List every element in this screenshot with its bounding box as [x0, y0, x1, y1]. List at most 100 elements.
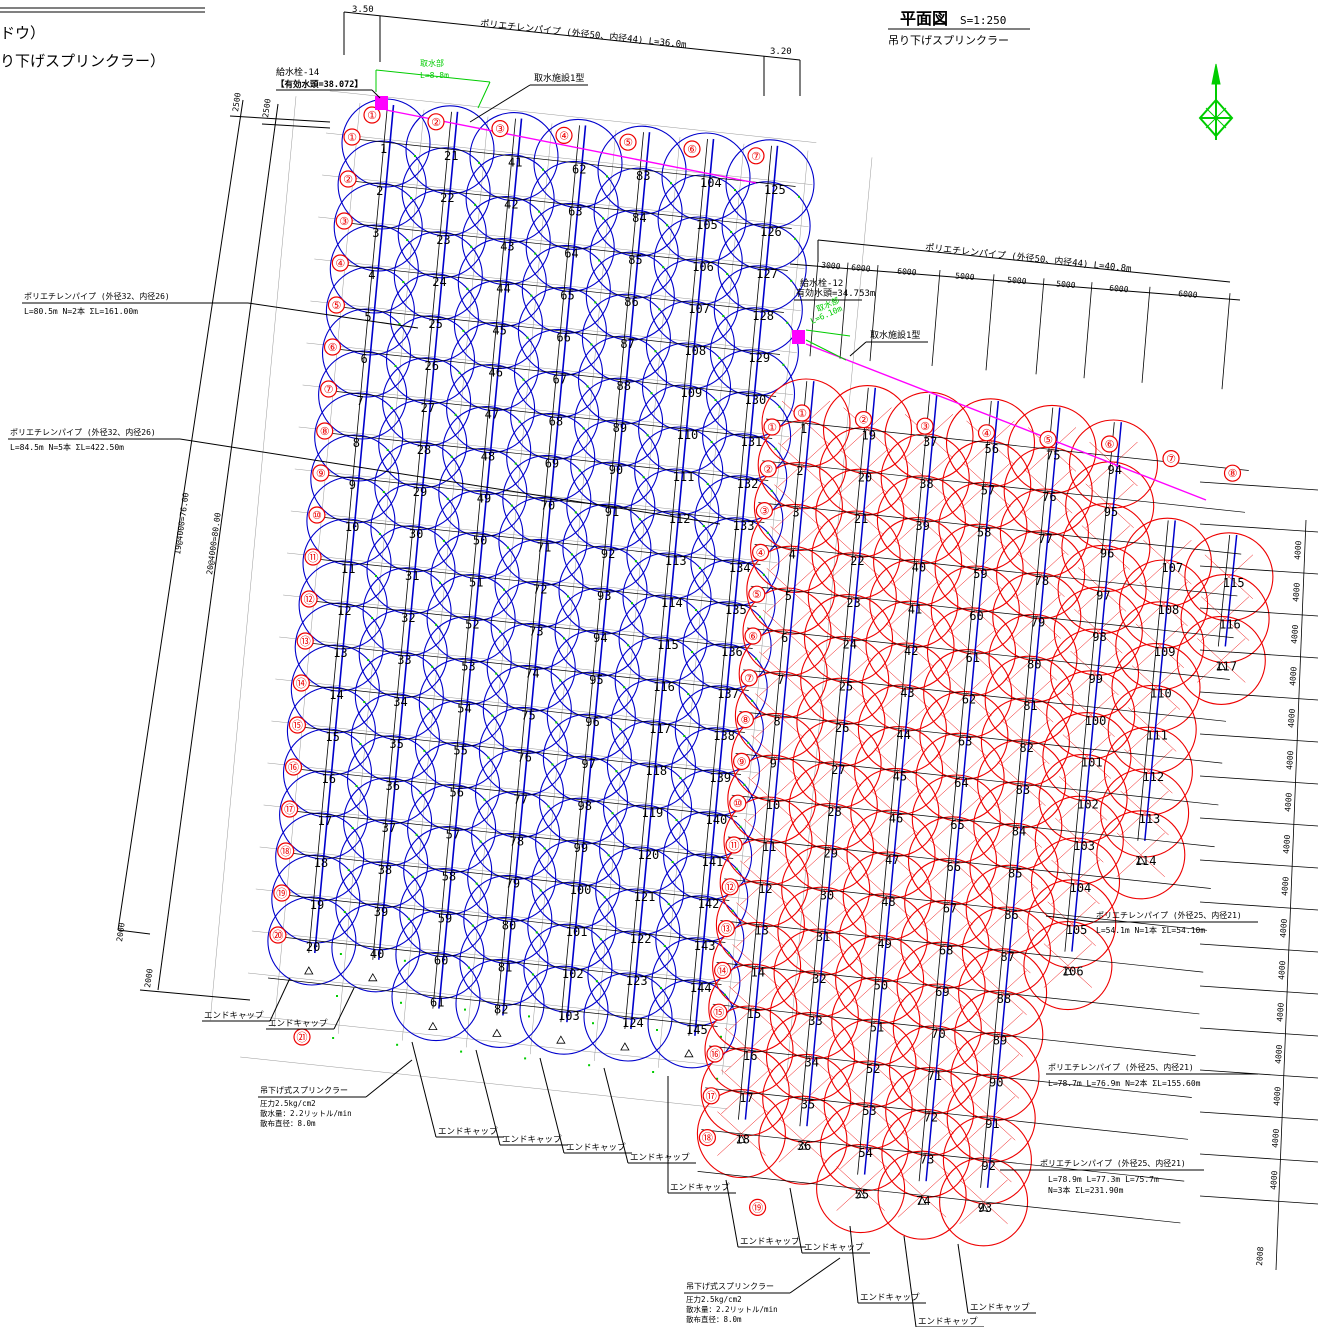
right-dim-segment: 6000: [1178, 289, 1198, 300]
right-dim-4000: 4000: [1283, 792, 1293, 812]
red-sprinkler-number: 75: [1046, 448, 1060, 462]
red-sprinkler-number: 40: [912, 561, 926, 575]
svg-text:⑭: ⑭: [296, 677, 307, 690]
red-sprinkler-number: 82: [1019, 741, 1033, 755]
red-sprinkler-number: 42: [904, 644, 918, 658]
red-row-number: ⑫: [721, 878, 739, 896]
blue-lateral-pipe: [377, 111, 459, 960]
red-pipe-b-spec: L=78.7m L=76.9m N=2本 ΣL=155.60m: [1048, 1078, 1201, 1088]
right-side-dimension-stack: 4000400040004000400040004000400040004000…: [1199, 481, 1318, 1271]
blue-sprinkler-number: 70: [541, 498, 555, 512]
blue-spray-circle: [455, 958, 545, 1048]
red-sprinkler-number: 117: [1215, 659, 1237, 673]
blue-sprinkler-number: 91: [605, 505, 619, 519]
blue-sprinkler-number: 145: [686, 1023, 708, 1037]
blue-sprinkler-number: 82: [494, 1002, 508, 1016]
blue-row-number: ⑰: [281, 800, 299, 818]
blue-sprinkler-number: 48: [481, 450, 495, 464]
red-sprinkler-number: 18: [735, 1133, 749, 1147]
endcap-triangle-icon: [798, 1141, 808, 1150]
blue-sprinkler-number: 43: [500, 240, 514, 254]
blue-row-number: ⑩: [308, 506, 326, 524]
red-sprinkler-number: 25: [839, 679, 853, 693]
blue-sprinkler-number: 69: [545, 456, 559, 470]
red-sprinkler-number: 46: [889, 811, 903, 825]
sprinkler-a-diameter: 散布直径：8.0m: [260, 1118, 316, 1128]
blue-pipe-a-spec: L=80.5m N=2本 ΣL=161.00m: [24, 306, 138, 316]
blue-lateral-number: ④: [555, 126, 573, 144]
blue-sprinkler-number: 24: [432, 275, 446, 289]
blue-row-number: ⑲: [273, 884, 291, 902]
blue-lateral-number: ②: [427, 113, 445, 131]
dim-350: 3.50: [352, 5, 374, 15]
blue-sprinkler-number: 142: [698, 897, 720, 911]
blue-sprinkler-number: 1: [380, 142, 387, 156]
red-row-number: ⑰: [702, 1087, 720, 1105]
red-sprinkler-number: 93: [978, 1201, 992, 1215]
red-sprinkler-number: 12: [758, 882, 772, 896]
blue-sprinkler-number: 67: [553, 372, 567, 386]
svg-text:⑧: ⑧: [320, 425, 330, 438]
red-sprinkler-number: 107: [1161, 561, 1183, 575]
right-dim-4000: 4000: [1291, 582, 1301, 602]
blue-sprinkler-number: 5: [364, 310, 371, 324]
blue-sprinkler-number: 128: [752, 309, 774, 323]
red-row-number: ⑯: [706, 1045, 724, 1063]
svg-text:⑰: ⑰: [706, 1090, 717, 1103]
red-sprinkler-number: 105: [1066, 923, 1088, 937]
red-sprinkler-number: 45: [893, 770, 907, 784]
red-row-number: ⑭: [713, 961, 732, 980]
right-dim-4000: 4000: [1269, 1170, 1279, 1190]
blue-pipe-b-spec: L=84.5m N=5本 ΣL=422.50m: [10, 442, 124, 452]
blue-sprinkler-number: 75: [521, 708, 535, 722]
red-sprinkler-number: 48: [881, 895, 895, 909]
red-sprinkler-number: 17: [739, 1091, 753, 1105]
right-dim-4000: 4000: [1279, 918, 1289, 938]
blue-sprinkler-number: 97: [581, 757, 595, 771]
right-dim-segment: 5000: [1007, 276, 1027, 287]
blue-sprinkler-number: 28: [417, 443, 431, 457]
blue-sprinkler-number: 120: [638, 848, 660, 862]
blue-spray-circle: [391, 952, 481, 1042]
hydrant-a-marker: [375, 96, 388, 110]
dim-left-80: 20@4000=80.00: [205, 512, 223, 575]
red-lateral-number: ②: [854, 411, 873, 429]
blue-sprinkler-number: 45: [492, 324, 506, 338]
endcap-label: エンドキャップ: [630, 1153, 690, 1163]
red-sprinkler-number: 23: [846, 596, 860, 610]
red-sprinkler-number: 112: [1142, 770, 1164, 784]
endcap-triangle-icon: [1216, 661, 1226, 670]
blue-sprinkler-number: 10: [345, 520, 359, 534]
blue-sprinkler-number: 53: [461, 660, 475, 674]
svg-text:④: ④: [982, 427, 992, 440]
red-sprinkler-number: 87: [1000, 950, 1014, 964]
blue-spray-circle: [519, 965, 609, 1055]
svg-text:⑩: ⑩: [733, 797, 743, 810]
right-dim-segment: 5000: [955, 271, 975, 282]
red-sprinkler-number: 115: [1223, 576, 1245, 590]
red-sprinkler-number: 98: [1092, 630, 1106, 644]
blue-sprinkler-number: 52: [465, 618, 479, 632]
blue-sprinkler-number: 123: [626, 974, 648, 988]
blue-sprinkler-number: 124: [622, 1016, 644, 1030]
blue-sprinkler-number: 8: [353, 436, 360, 450]
blue-sprinkler-number: 138: [713, 729, 735, 743]
endcap-labels-blue: エンドキャップ エンドキャップ エンドキャップ エンドキャップ エンドキャップ …: [202, 977, 736, 1194]
red-sprinkler-number: 38: [919, 477, 933, 491]
blue-sprinkler-number: 13: [333, 646, 347, 660]
red-row-number: ⑮: [710, 1003, 728, 1021]
red-sprinkler-number: 39: [915, 519, 929, 533]
svg-text:⑥: ⑥: [687, 143, 697, 156]
red-sprinkler-number: 24: [843, 638, 857, 652]
svg-text:⑫: ⑫: [725, 881, 736, 894]
red-lateral-pipe: [1144, 520, 1176, 841]
endcap-label: エンドキャップ: [804, 1243, 864, 1253]
blue-sprinkler-number: 14: [329, 688, 343, 702]
blue-lateral-pipe: [630, 138, 715, 1030]
blue-sprinkler-number: 144: [690, 981, 712, 995]
red-sprinkler-number: 116: [1219, 618, 1241, 632]
red-row-number: ⑨: [732, 752, 751, 771]
blue-row-number: ⑳: [269, 926, 287, 944]
blue-sprinkler-number: 51: [469, 576, 483, 590]
blue-spray-circle: [583, 972, 673, 1062]
